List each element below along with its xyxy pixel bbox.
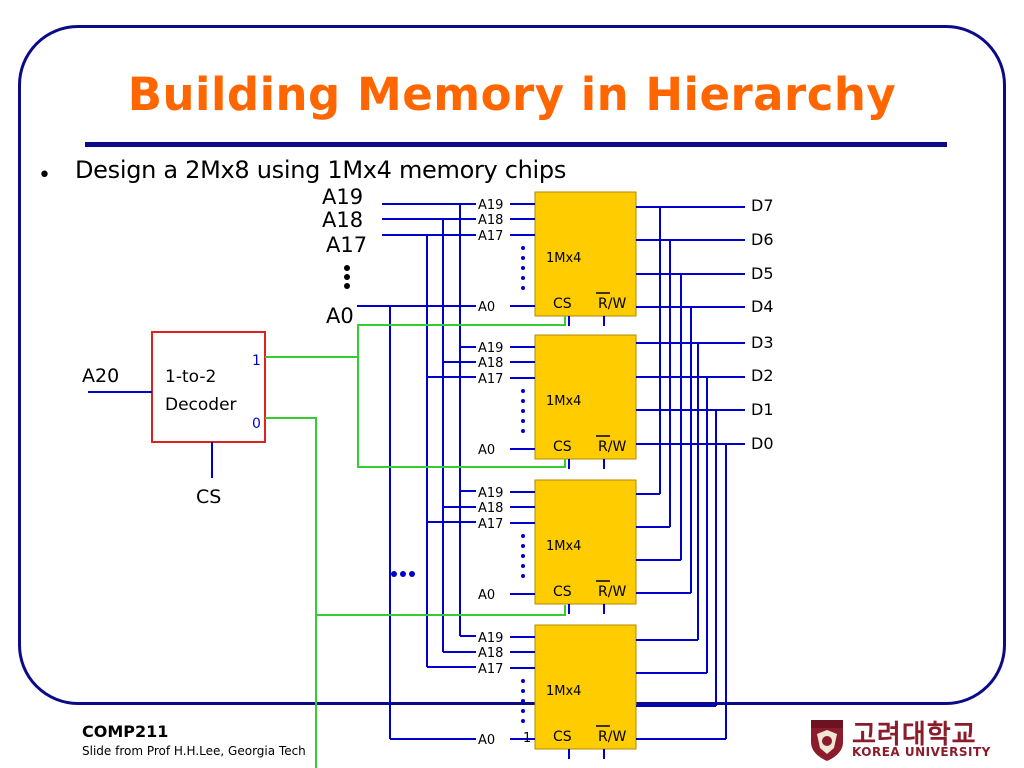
bullet-dot-icon: • [38, 163, 51, 188]
data-line-label: D4 [751, 297, 774, 316]
chip-cs-label: CS [553, 584, 572, 600]
data-line-label: D0 [751, 434, 774, 453]
address-label-a19: A19 [322, 185, 363, 209]
decoder-title-line2: Decoder [165, 395, 237, 415]
address-label-a0: A0 [326, 304, 354, 328]
chip-cs-label: CS [553, 296, 572, 312]
chip-rw-label: R/W [598, 439, 626, 455]
chip-pin-label: A18 [478, 646, 503, 661]
data-bus [636, 206, 745, 740]
chip-pin-label: A0 [478, 443, 495, 458]
decoder-input-label: A20 [82, 365, 119, 387]
chip-pin-label: A19 [478, 486, 503, 501]
university-logo: 고려대학교 KOREA UNIVERSITY [808, 716, 1008, 764]
decoder-enable-label: CS [196, 486, 221, 508]
data-line-label: D3 [751, 333, 774, 352]
chip-pin-label: A18 [478, 356, 503, 371]
data-line-label: D5 [751, 264, 774, 283]
decoder-output-1-label: 1 [252, 353, 261, 369]
chip-pin-label: A17 [478, 662, 503, 677]
chip-label: 1Mx4 [546, 251, 581, 266]
bottom-note: 1 [523, 731, 531, 746]
chip-pin-label: A19 [478, 198, 503, 213]
chip-cs-label: CS [553, 729, 572, 745]
chip-pin-label: A0 [478, 733, 495, 748]
ellipsis-icon [391, 571, 415, 577]
decoder-title-line1: 1-to-2 [165, 367, 216, 387]
data-line-label: D1 [751, 400, 774, 419]
title-divider [85, 142, 947, 147]
chip-label: 1Mx4 [546, 539, 581, 554]
chip-pin-label: A0 [478, 588, 495, 603]
bullet-text: Design a 2Mx8 using 1Mx4 memory chips [75, 156, 567, 184]
vertical-ellipsis-icon [521, 246, 525, 290]
chip-pin-label: A18 [478, 501, 503, 516]
decoder-box [151, 331, 266, 443]
chip-body [534, 334, 637, 460]
chip-body [534, 479, 637, 605]
vertical-ellipsis-icon [521, 389, 525, 433]
chip-select-wires [265, 316, 566, 768]
slide-frame [18, 25, 1006, 705]
chip-pin-label: A17 [478, 372, 503, 387]
decoder-output-0-label: 0 [252, 416, 261, 432]
logo-english-text: KOREA UNIVERSITY [852, 745, 991, 759]
vertical-ellipsis-icon [521, 679, 525, 723]
chip-rw-label: R/W [598, 584, 626, 600]
slide-title: Building Memory in Hierarchy [127, 68, 897, 121]
address-label-a18: A18 [322, 208, 363, 232]
vertical-ellipsis-icon [521, 534, 525, 578]
chip-cs-label: CS [553, 439, 572, 455]
chip-rw-label: R/W [598, 296, 626, 312]
chip-body [534, 624, 637, 750]
chip-pin-label: A18 [478, 213, 503, 228]
footer-course: COMP211 [82, 722, 169, 741]
data-line-label: D6 [751, 230, 774, 249]
footer-credit: Slide from Prof H.H.Lee, Georgia Tech [82, 744, 306, 758]
chip-pin-label: A17 [478, 517, 503, 532]
vertical-ellipsis-icon [344, 265, 350, 289]
chip-rw-label: R/W [598, 729, 626, 745]
address-label-a17: A17 [326, 233, 367, 257]
crest-icon [811, 720, 843, 761]
chip-pin-label: A19 [478, 631, 503, 646]
chip-label: 1Mx4 [546, 394, 581, 409]
chip-pin-label: A0 [478, 300, 495, 315]
address-bus [357, 203, 476, 740]
chip-pin-label: A17 [478, 229, 503, 244]
chip-label: 1Mx4 [546, 684, 581, 699]
logo-korean-text: 고려대학교 [852, 720, 977, 750]
data-line-label: D2 [751, 366, 774, 385]
chip-pin-label: A19 [478, 341, 503, 356]
chip-body [534, 191, 637, 317]
data-line-label: D7 [751, 196, 774, 215]
